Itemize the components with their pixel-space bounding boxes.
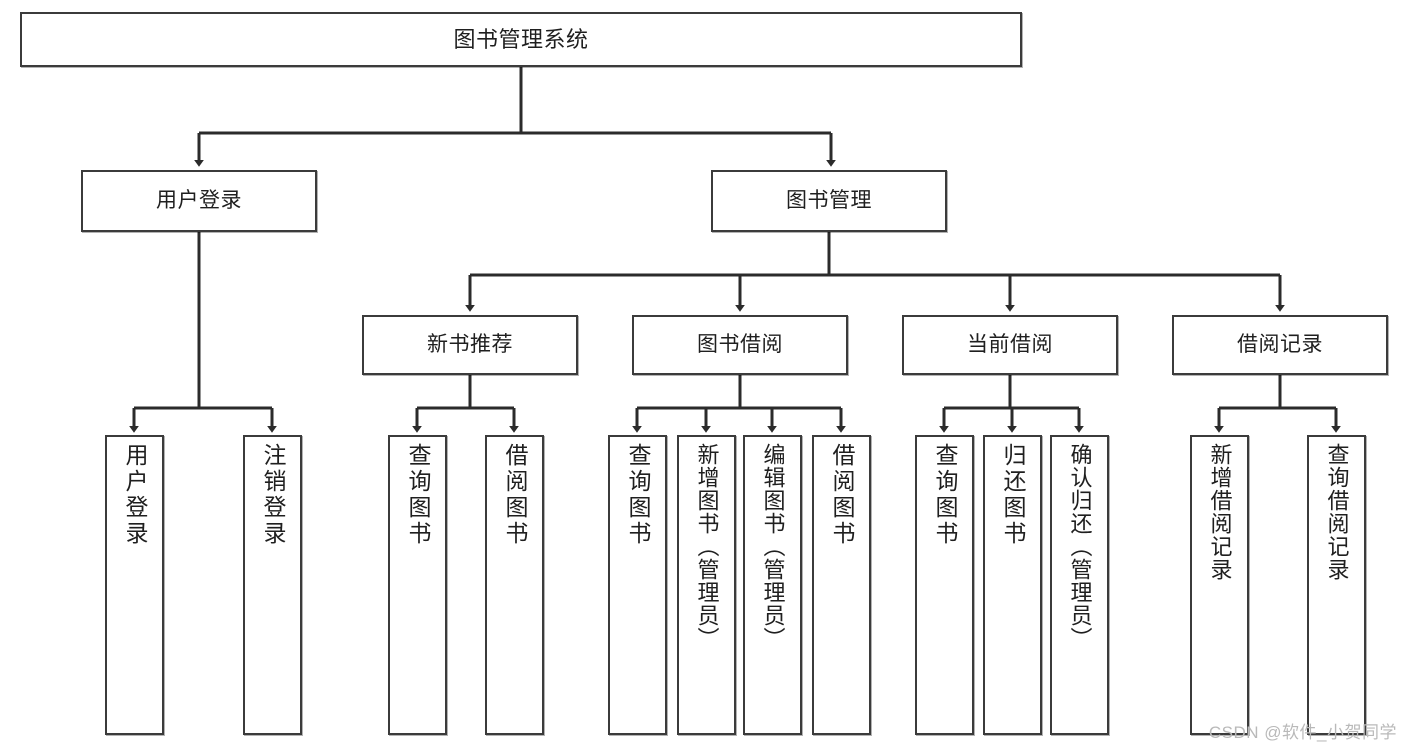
node-leaf-borrow-book-1-label: 借阅图书 — [502, 443, 528, 547]
node-leaf-query-record[interactable]: 查询借阅记录 — [1307, 435, 1366, 735]
node-leaf-query-book-2-label: 查询图书 — [625, 443, 651, 547]
node-leaf-add-record-label: 新增借阅记录 — [1207, 443, 1233, 581]
node-book-manage-label: 图书管理 — [786, 188, 872, 212]
node-leaf-query-book-1[interactable]: 查询图书 — [388, 435, 447, 735]
node-leaf-borrow-book-2[interactable]: 借阅图书 — [812, 435, 871, 735]
node-new-book-recommend[interactable]: 新书推荐 — [362, 315, 578, 375]
node-root-label: 图书管理系统 — [453, 26, 589, 52]
csdn-watermark: CSDN @软件_小贺同学 — [1208, 723, 1397, 742]
node-leaf-edit-book-label: 编辑图书（管理员） — [760, 443, 786, 650]
node-leaf-user-login[interactable]: 用户登录 — [105, 435, 164, 735]
node-leaf-logout-label: 注销登录 — [260, 443, 286, 547]
node-borrow-record[interactable]: 借阅记录 — [1172, 315, 1388, 375]
node-leaf-add-record[interactable]: 新增借阅记录 — [1190, 435, 1249, 735]
node-root[interactable]: 图书管理系统 — [20, 12, 1022, 67]
node-leaf-query-record-label: 查询借阅记录 — [1324, 443, 1350, 581]
node-user-login[interactable]: 用户登录 — [81, 170, 317, 232]
node-leaf-query-book-2[interactable]: 查询图书 — [608, 435, 667, 735]
node-leaf-confirm-return[interactable]: 确认归还（管理员） — [1050, 435, 1109, 735]
node-leaf-edit-book[interactable]: 编辑图书（管理员） — [743, 435, 802, 735]
node-current-borrow[interactable]: 当前借阅 — [902, 315, 1118, 375]
node-leaf-return-book[interactable]: 归还图书 — [983, 435, 1042, 735]
node-new-book-recommend-label: 新书推荐 — [427, 332, 513, 356]
node-leaf-add-book-label: 新增图书（管理员） — [694, 443, 720, 650]
node-leaf-return-book-label: 归还图书 — [1000, 443, 1026, 547]
node-leaf-query-book-3-label: 查询图书 — [932, 443, 958, 547]
node-leaf-borrow-book-1[interactable]: 借阅图书 — [485, 435, 544, 735]
node-borrow-record-label: 借阅记录 — [1237, 332, 1323, 356]
node-leaf-query-book-1-label: 查询图书 — [405, 443, 431, 547]
node-book-borrow[interactable]: 图书借阅 — [632, 315, 848, 375]
node-leaf-query-book-3[interactable]: 查询图书 — [915, 435, 974, 735]
node-leaf-add-book[interactable]: 新增图书（管理员） — [677, 435, 736, 735]
node-current-borrow-label: 当前借阅 — [967, 332, 1053, 356]
node-user-login-label: 用户登录 — [156, 188, 242, 212]
node-leaf-user-login-label: 用户登录 — [122, 443, 148, 547]
node-leaf-confirm-return-label: 确认归还（管理员） — [1067, 443, 1093, 650]
node-book-borrow-label: 图书借阅 — [697, 332, 783, 356]
node-leaf-borrow-book-2-label: 借阅图书 — [829, 443, 855, 547]
node-leaf-logout[interactable]: 注销登录 — [243, 435, 302, 735]
node-book-manage[interactable]: 图书管理 — [711, 170, 947, 232]
